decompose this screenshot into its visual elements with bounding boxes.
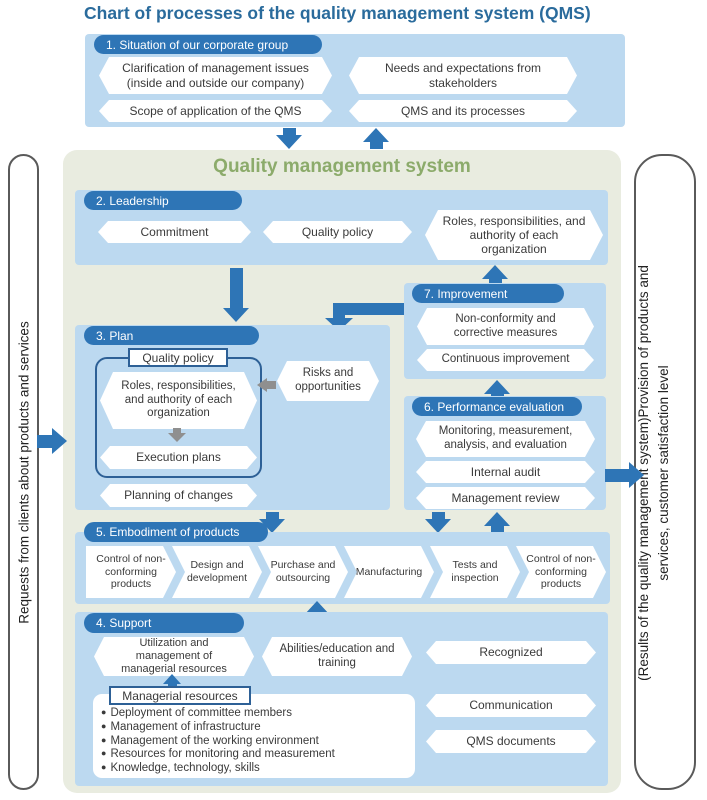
embodiment-step-tests: Tests and inspection [430, 546, 520, 598]
resource-item-monitoring: Resources for monitoring and measurement [101, 748, 409, 762]
performance-item-management-review: Management review [416, 487, 595, 509]
performance-item-internal-audit: Internal audit [416, 461, 595, 483]
plan-item-roles: Roles, responsibilities, and authority o… [100, 372, 257, 429]
plan-item-planning: Planning of changes [100, 484, 257, 507]
section-plan-header: 3. Plan [84, 326, 259, 345]
plan-item-risks: Risks and opportunities [277, 361, 379, 401]
support-resources-list: Deployment of committee members Manageme… [101, 707, 409, 776]
embodiment-step-design: Design and development [172, 546, 262, 598]
arrow-leadership-to-plan-icon [223, 268, 249, 322]
section-embodiment-header: 5. Embodiment of products [84, 522, 268, 542]
arrow-improvement-to-plan-shaft-h-icon [333, 303, 405, 315]
arrow-embodiment-to-performance-icon [484, 512, 510, 533]
arrow-qms-to-situation-icon [363, 128, 389, 149]
situation-item-scope: Scope of application of the QMS [99, 100, 332, 122]
improvement-item-continuous: Continuous improvement [417, 349, 594, 371]
leadership-item-roles: Roles, responsibilities, and authority o… [425, 210, 603, 260]
arrow-risks-to-plan-icon [257, 378, 276, 392]
support-resources-label: Managerial resources [109, 686, 251, 705]
arrow-performance-to-improvement-icon [484, 380, 510, 396]
arrow-qms-to-results-icon [605, 462, 644, 488]
situation-item-processes: QMS and its processes [349, 100, 577, 122]
left-rail [8, 154, 39, 790]
arrow-performance-to-embodiment-icon [425, 512, 451, 533]
arrow-roles-to-execution-icon [168, 428, 186, 442]
improvement-item-nonconformity: Non-conformity and corrective measures [417, 308, 594, 345]
support-item-recognized: Recognized [426, 641, 596, 664]
resource-item-infrastructure: Management of infrastructure [101, 721, 409, 735]
page-title: Chart of processes of the quality manage… [84, 3, 591, 23]
embodiment-step-purchase: Purchase and outsourcing [258, 546, 348, 598]
section-performance-header: 6. Performance evaluation [412, 397, 582, 416]
arrow-situation-to-qms-icon [276, 128, 302, 149]
arrow-improvement-to-leadership-icon [482, 265, 508, 285]
support-item-qms-documents: QMS documents [426, 730, 596, 753]
resource-item-knowledge: Knowledge, technology, skills [101, 762, 409, 776]
resource-item-deployment: Deployment of committee members [101, 707, 409, 721]
support-item-utilization: Utilization and management of managerial… [94, 637, 254, 676]
performance-item-monitoring: Monitoring, measurement, analysis, and e… [416, 421, 595, 457]
embodiment-step-control-1: Control of non-conforming products [86, 546, 176, 598]
embodiment-step-manufacturing: Manufacturing [344, 546, 434, 598]
situation-item-needs: Needs and expectations from stakeholders [349, 57, 577, 94]
leadership-item-commitment: Commitment [98, 221, 251, 243]
section-leadership-header: 2. Leadership [84, 191, 242, 210]
embodiment-step-control-2: Control of non-conforming products [516, 546, 606, 598]
situation-item-clarification: Clarification of management issues (insi… [99, 57, 332, 94]
leadership-item-quality-policy: Quality policy [263, 221, 412, 243]
plan-item-execution: Execution plans [100, 446, 257, 469]
support-item-abilities: Abilities/education and training [262, 637, 412, 676]
section-support-header: 4. Support [84, 613, 244, 633]
support-item-communication: Communication [426, 694, 596, 717]
arrow-improvement-to-plan-shaft-v-icon [333, 303, 345, 319]
qms-title: Quality management system [213, 156, 471, 177]
left-rail-label: Requests from clients about products and… [16, 321, 32, 624]
section-improvement-header: 7. Improvement [412, 284, 564, 303]
resource-item-working-environment: Management of the working environment [101, 735, 409, 749]
arrow-clients-into-qms-icon [37, 428, 67, 454]
plan-quality-policy-label: Quality policy [128, 348, 228, 367]
section-situation-header: 1. Situation of our corporate group [94, 35, 322, 54]
